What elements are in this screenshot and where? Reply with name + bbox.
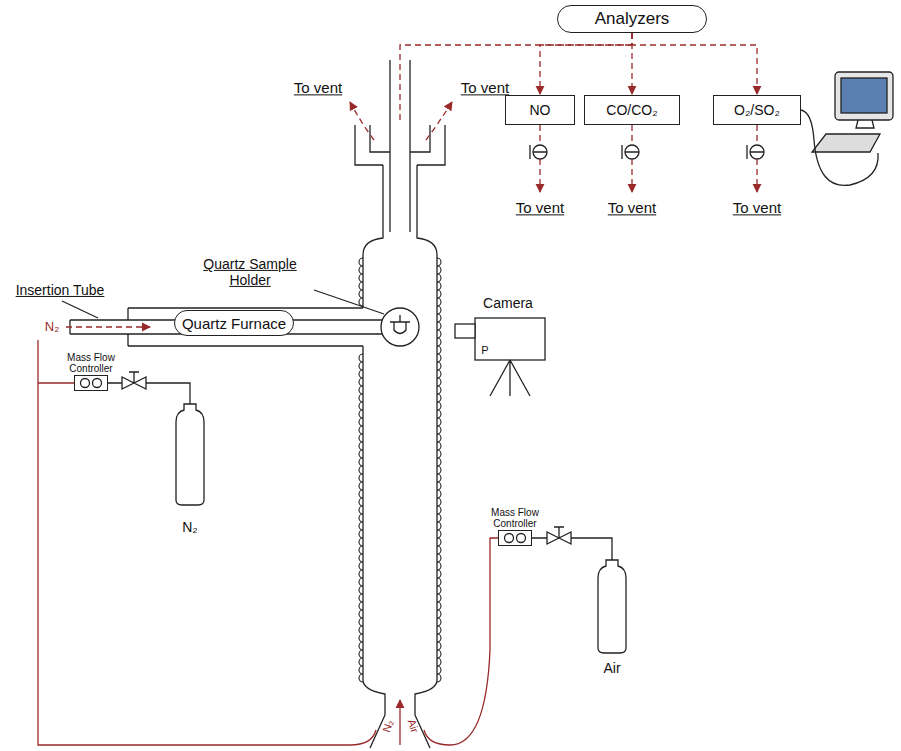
box-label: CO/CO₂ — [606, 102, 657, 118]
camera-body — [475, 318, 545, 360]
part-label: Air — [603, 660, 620, 676]
pump-symbol — [530, 145, 764, 159]
leader-line — [314, 290, 384, 314]
analyzer-box: CO/CO₂ — [584, 95, 680, 125]
box-label: Quartz Furnace — [182, 315, 286, 332]
heating-coil — [437, 258, 441, 682]
part-label: Camera — [483, 295, 533, 311]
mfc-dial — [517, 534, 526, 543]
gas-label: N₂ — [380, 718, 396, 734]
sample-flow-line — [632, 33, 757, 94]
gas-line — [108, 383, 190, 404]
camera-tripod — [490, 360, 530, 396]
vent-label: To vent — [294, 79, 342, 96]
leader-line — [62, 301, 98, 318]
analyzer-group: Analyzers — [557, 5, 707, 33]
inlet-arrow — [399, 700, 400, 745]
analyzer-box: O₂/SO₂ — [713, 95, 801, 125]
vent-label: To vent — [516, 199, 564, 216]
mfc-dial — [81, 379, 90, 388]
vent-arrow — [426, 102, 452, 140]
mass-flow-controller: Mass Flow Controller — [74, 375, 108, 391]
air-cylinder — [598, 560, 626, 653]
mfc-dial — [505, 534, 514, 543]
heating-coil — [359, 258, 363, 682]
sample-holder — [381, 308, 419, 346]
vent-arrow — [350, 102, 374, 140]
vent-arrow — [756, 125, 757, 192]
furnace-label: Quartz Furnace — [174, 310, 294, 336]
vent-arrow — [539, 125, 540, 192]
sample-flow-line — [631, 33, 632, 94]
air-supply-line — [424, 538, 498, 745]
exhaust-cup — [355, 125, 445, 165]
gas-line — [532, 538, 612, 560]
n2-supply-line — [38, 340, 376, 745]
monitor-stand — [856, 120, 874, 128]
valve-symbol — [547, 527, 571, 544]
part-label: N₂ — [182, 519, 198, 535]
furnace-neck — [363, 165, 437, 255]
device-label: Mass Flow Controller — [59, 352, 123, 374]
valve-symbol — [122, 372, 146, 389]
monitor-screen — [841, 78, 887, 113]
analyzer-box: NO — [505, 95, 575, 125]
vent-label: To vent — [461, 79, 509, 96]
box-label: NO — [530, 102, 551, 118]
n2-cylinder — [176, 404, 204, 505]
vent-label: To vent — [608, 199, 656, 216]
mfc-dial — [93, 379, 102, 388]
sample-flow-line — [540, 33, 632, 94]
camera-lens — [455, 324, 475, 338]
sample-holder-cup — [390, 315, 410, 334]
tube-sleeve — [128, 308, 363, 346]
box-label: Analyzers — [595, 9, 670, 29]
vent-label: To vent — [733, 199, 781, 216]
monitor — [835, 72, 893, 120]
part-label: Insertion Tube — [16, 282, 105, 298]
part-label: Quartz Sample Holder — [186, 256, 314, 288]
box-label: O₂/SO₂ — [734, 102, 780, 118]
device-label: Mass Flow Controller — [483, 507, 547, 529]
heating-coil — [359, 258, 441, 682]
part-label: P — [481, 344, 488, 357]
cable — [801, 110, 878, 185]
mass-flow-controller: Mass Flow Controller — [498, 530, 532, 546]
vent-arrow — [631, 125, 632, 192]
keyboard — [812, 134, 880, 152]
gas-label: Air — [405, 718, 421, 735]
n2-purge-arrow — [66, 326, 150, 327]
furnace-body — [363, 255, 437, 715]
gas-label: N₂ — [45, 320, 59, 335]
